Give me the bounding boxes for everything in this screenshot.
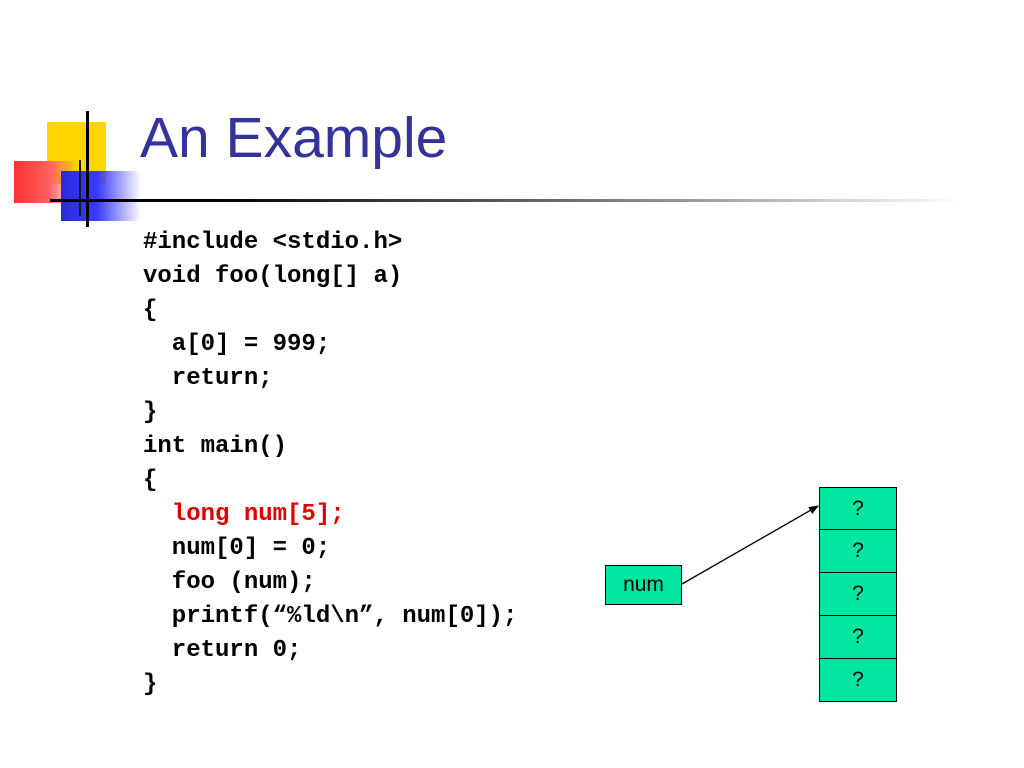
logo-vertical-line-small	[79, 160, 81, 216]
slide-title: An Example	[140, 106, 448, 170]
code-line: num[0] = 0;	[143, 535, 331, 562]
code-line: }	[143, 399, 158, 426]
code-line: void foo(long[] a)	[143, 263, 403, 290]
code-block: #include <stdio.h> void foo(long[] a) { …	[143, 226, 517, 702]
array-memory-cells: ? ? ? ? ?	[819, 487, 897, 702]
array-cell: ?	[819, 530, 897, 573]
pointer-arrow-line	[681, 505, 819, 585]
array-cell: ?	[819, 487, 897, 530]
title-underline	[50, 199, 960, 202]
code-line: foo (num);	[143, 569, 316, 596]
variable-num-box: num	[605, 565, 682, 605]
code-line: {	[143, 467, 158, 494]
logo-vertical-line	[86, 111, 89, 227]
code-line: return;	[143, 365, 273, 392]
array-cell: ?	[819, 616, 897, 659]
code-line: a[0] = 999;	[143, 331, 331, 358]
array-cell: ?	[819, 573, 897, 616]
code-line: int main()	[143, 433, 288, 460]
code-line: {	[143, 297, 158, 324]
array-cell: ?	[819, 659, 897, 702]
code-line: return 0;	[143, 637, 302, 664]
code-line: #include <stdio.h>	[143, 229, 403, 256]
code-line: }	[143, 671, 158, 698]
code-line-highlighted: long num[5];	[143, 501, 345, 528]
code-line: printf(“%ld\n”, num[0]);	[143, 603, 518, 630]
logo-blue-bar	[61, 171, 141, 221]
